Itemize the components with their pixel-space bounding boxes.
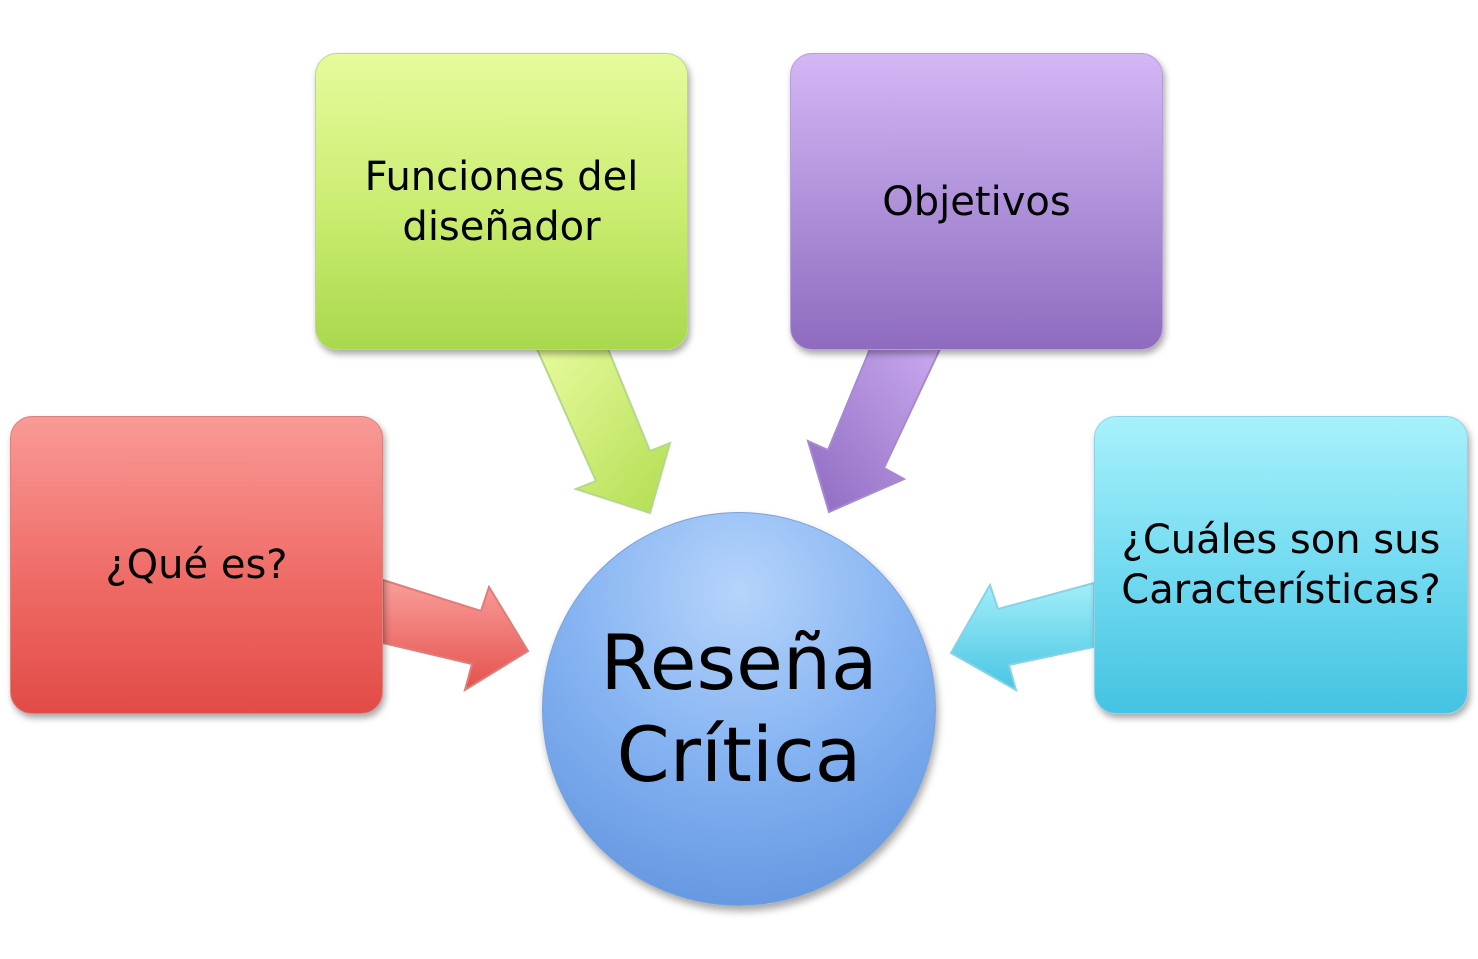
- node-objetivos-label: Objetivos: [882, 178, 1071, 225]
- arrow-que-es: [382, 578, 530, 693]
- node-caracteristicas-label: ¿Cuáles son sus Características?: [1121, 517, 1441, 613]
- node-que-es: ¿Qué es?: [10, 416, 383, 714]
- center-node-label: Reseña Crítica: [600, 618, 878, 799]
- arrow-objetivos: [806, 348, 942, 514]
- center-node: Reseña Crítica: [542, 512, 936, 906]
- node-caracteristicas: ¿Cuáles son sus Características?: [1094, 416, 1468, 714]
- node-que-es-label: ¿Qué es?: [105, 542, 288, 588]
- node-funciones-label: Funciones del diseñador: [364, 153, 639, 250]
- arrow-caracteristicas: [949, 581, 1095, 693]
- node-objetivos: Objetivos: [790, 53, 1163, 350]
- node-funciones: Funciones del diseñador: [315, 53, 688, 350]
- arrow-funciones: [535, 348, 672, 515]
